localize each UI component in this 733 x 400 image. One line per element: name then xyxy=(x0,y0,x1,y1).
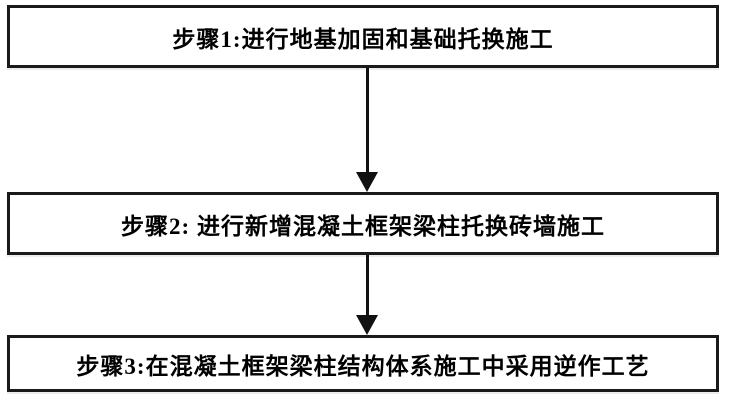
step-box-2: 步骤2: 进行新增混凝土框架梁柱托换砖墙施工 xyxy=(7,192,719,255)
arrow-down-icon xyxy=(356,315,378,335)
arrow-down-icon xyxy=(356,172,378,192)
step-box-3: 步骤3:在混凝土框架梁柱结构体系施工中采用逆作工艺 xyxy=(7,335,719,392)
connector-arrow-2 xyxy=(356,255,378,335)
arrow-line xyxy=(365,68,369,172)
step-1-label: 步骤1:进行地基加固和基础托换施工 xyxy=(172,26,554,52)
step-3-label: 步骤3:在混凝土框架梁柱结构体系施工中采用逆作工艺 xyxy=(76,353,650,379)
connector-arrow-1 xyxy=(356,68,378,192)
step-2-label: 步骤2: 进行新增混凝土框架梁柱托换砖墙施工 xyxy=(121,213,605,239)
arrow-line xyxy=(365,255,369,315)
step-box-1: 步骤1:进行地基加固和基础托换施工 xyxy=(7,5,719,68)
